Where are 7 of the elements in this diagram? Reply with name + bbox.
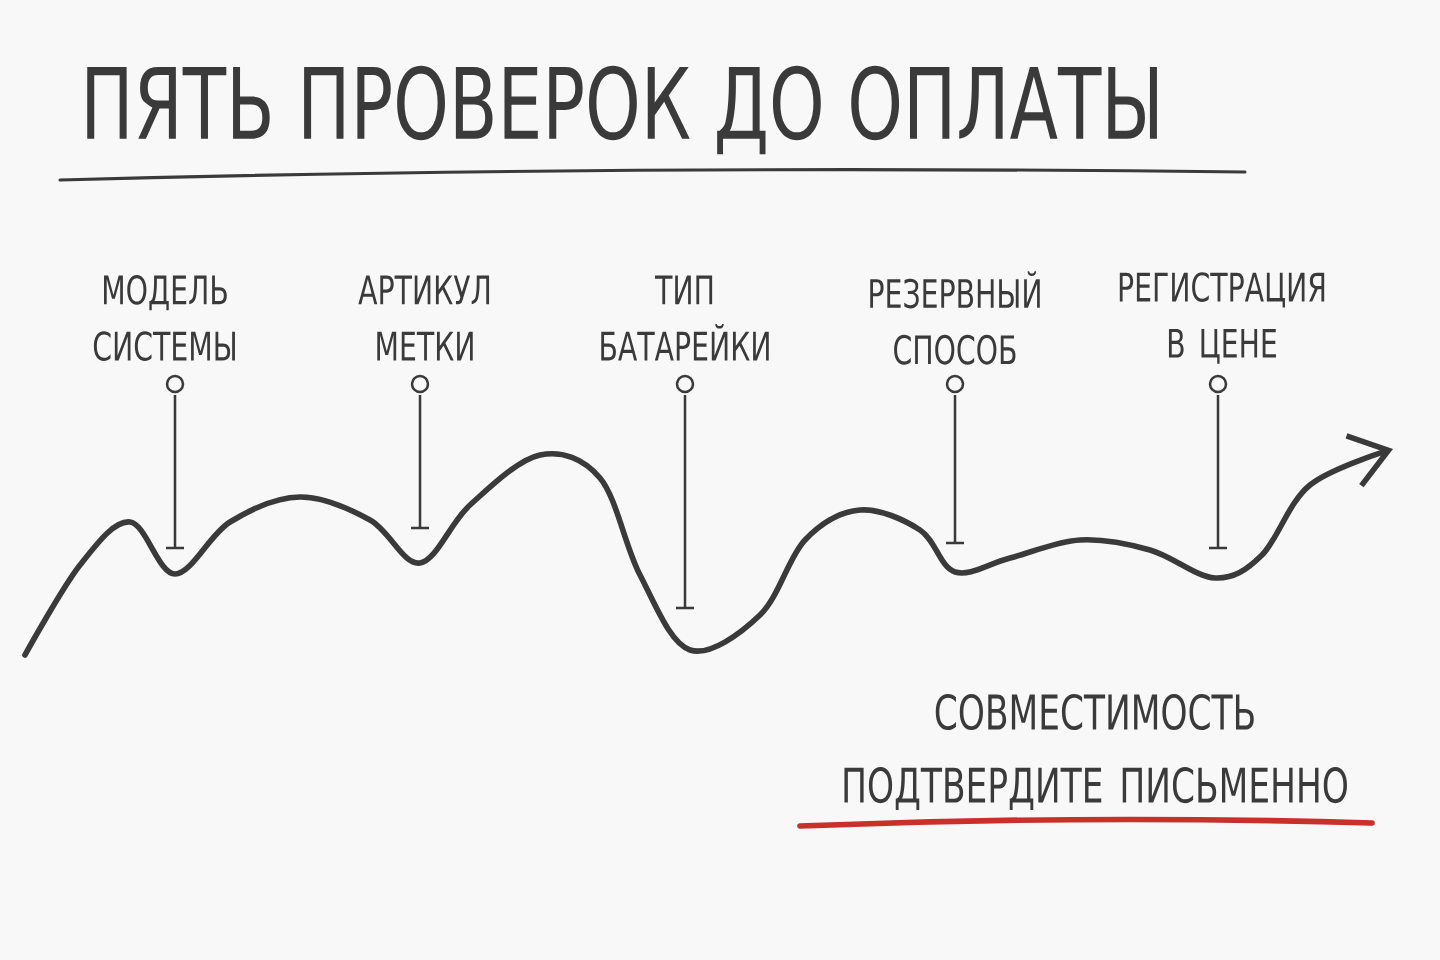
checkpoint-label: ТИП БАТАРЕЙКИ [601, 275, 769, 361]
title: ПЯТЬ ПРОВЕРОК ДО ОПЛАТЫ [87, 65, 1157, 155]
note: СОВМЕСТИМОСТЬ ПОДТВЕРДИТЕ ПИСЬМЕННО [844, 693, 1347, 810]
checkpoint-label: РЕГИСТРАЦИЯ В ЦЕНЕ [1119, 272, 1325, 364]
checkpoint-label: АРТИКУЛ МЕТКИ [358, 275, 490, 361]
checkpoint-label: РЕЗЕРВНЫЙ СПОСОБ [870, 271, 1040, 365]
checkpoint-label: МОДЕЛЬ СИСТЕМЫ [93, 275, 235, 361]
